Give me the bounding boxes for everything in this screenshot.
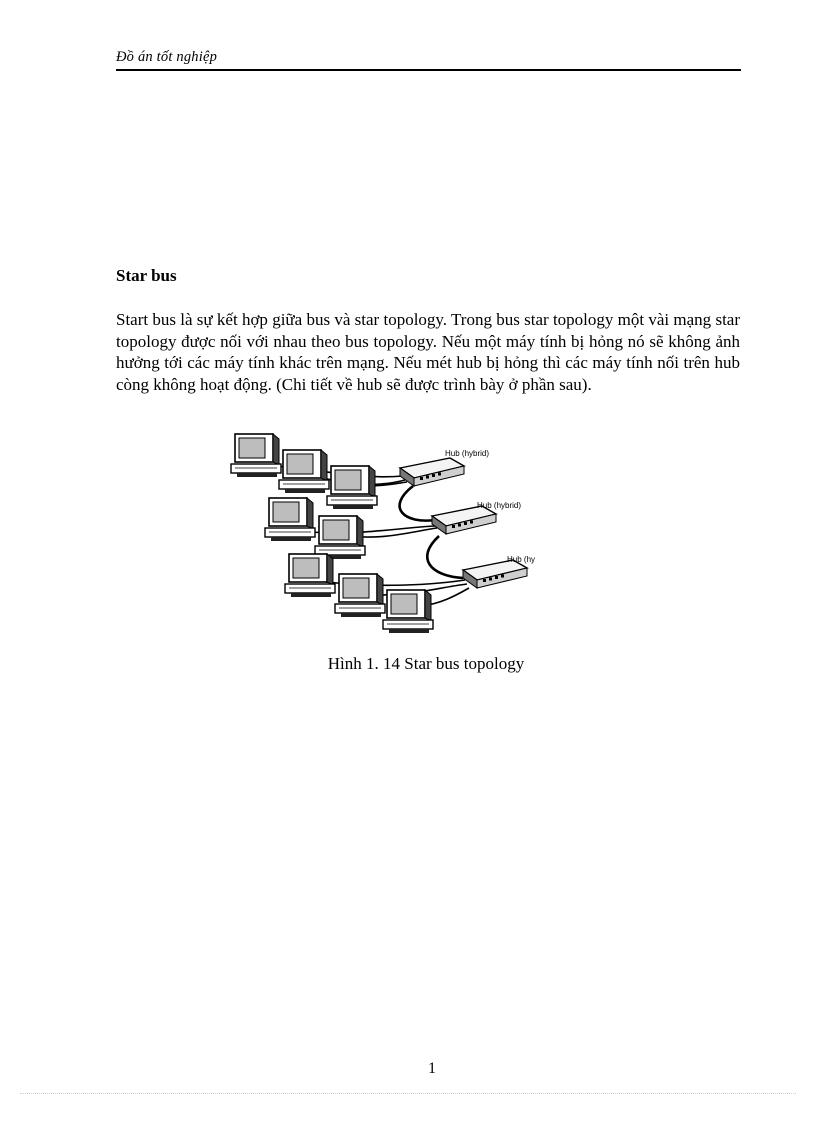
header-rule xyxy=(116,69,741,71)
pc-4 xyxy=(264,497,316,542)
hub-2 xyxy=(431,505,497,535)
pc-1 xyxy=(230,433,282,478)
footer-rule xyxy=(20,1093,796,1094)
star-bus-figure: Hub (hybrid) Hub (hybrid) Hub (hybrid) xyxy=(225,428,535,638)
hub-label-2: Hub (hybrid) xyxy=(477,501,521,510)
pc-6 xyxy=(284,553,336,598)
pc-2 xyxy=(278,449,330,494)
pc-5 xyxy=(314,515,366,560)
hub-3 xyxy=(462,559,528,589)
bus-cables xyxy=(398,484,464,580)
body-paragraph: Start bus là sự kết hợp giữa bus và star… xyxy=(116,310,740,394)
pc-8 xyxy=(382,589,434,634)
running-header: Đồ án tốt nghiệp xyxy=(116,49,218,65)
hub-label-1: Hub (hybrid) xyxy=(445,449,489,458)
page-number: 1 xyxy=(428,1060,436,1077)
section-heading: Star bus xyxy=(116,266,177,285)
star-bus-diagram: Hub (hybrid) Hub (hybrid) Hub (hybrid) xyxy=(230,433,535,634)
hub-label-3: Hub (hybrid) xyxy=(507,555,535,564)
pc-7 xyxy=(334,573,386,618)
pc-3 xyxy=(326,465,378,510)
hub-1 xyxy=(399,457,465,487)
figure-caption: Hình 1. 14 Star bus topology xyxy=(327,654,525,673)
